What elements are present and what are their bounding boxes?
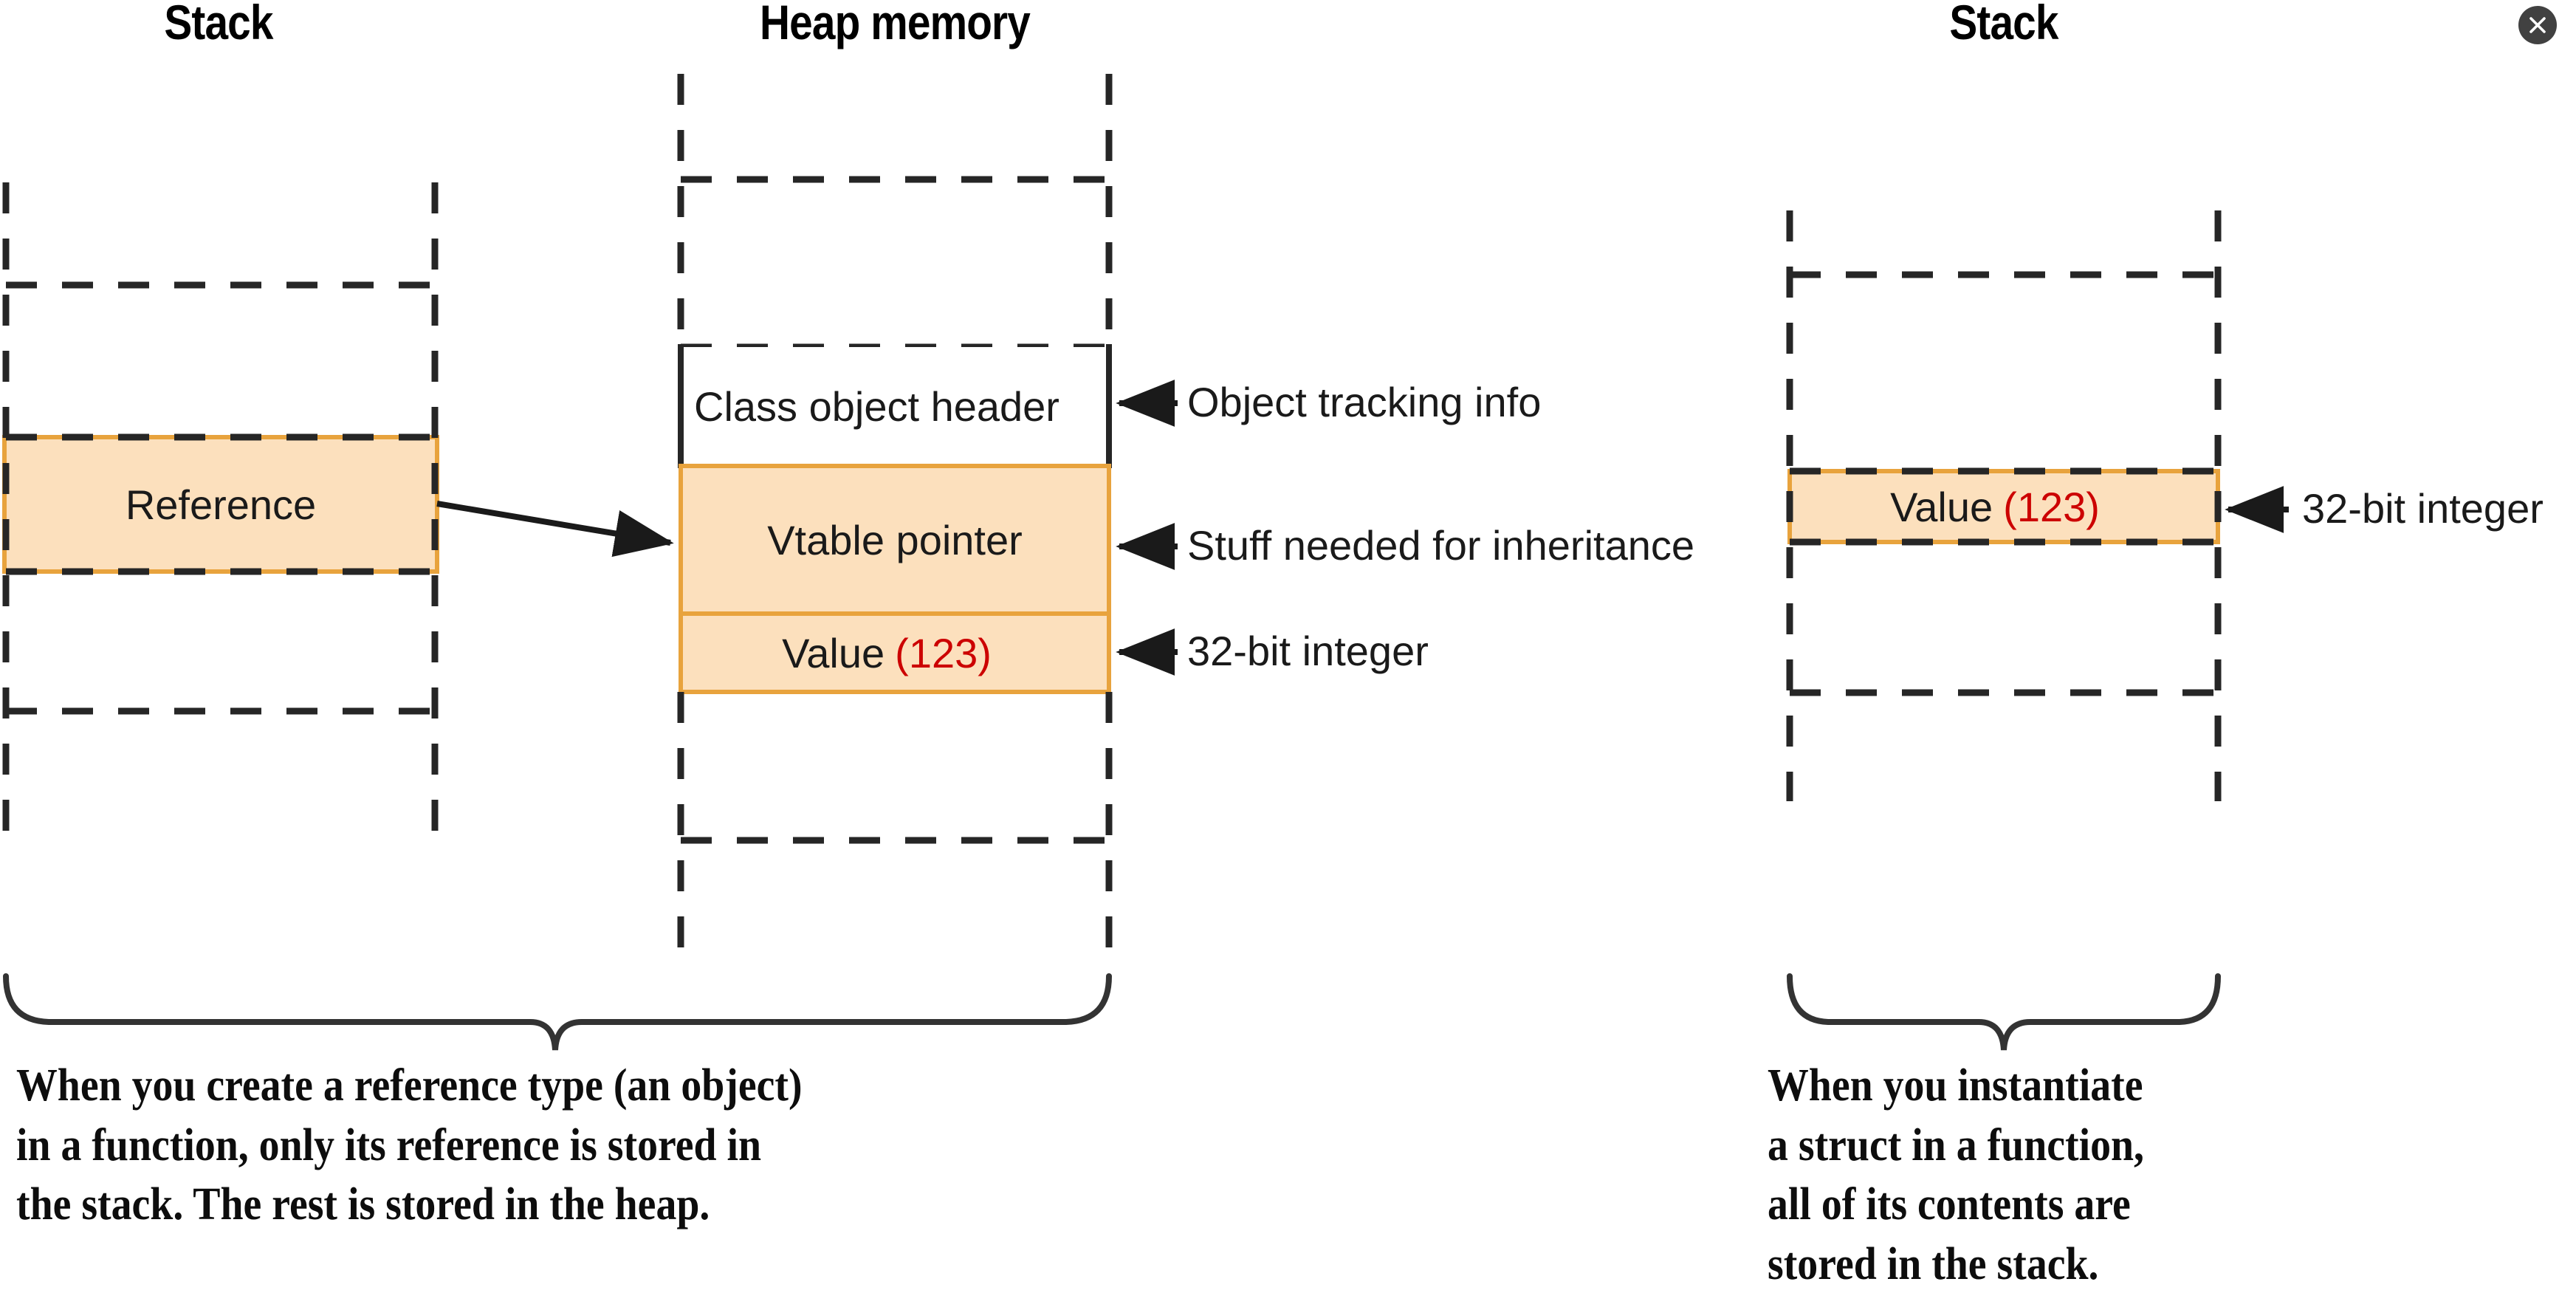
heap-value-cell[interactable] [679, 611, 1111, 694]
heap-vtable-pointer-label: Vtable pointer [767, 516, 1023, 563]
close-icon [2529, 17, 2546, 33]
right-brace [1787, 973, 2221, 1051]
callout-integer-heap: 32-bit integer [1187, 628, 1429, 674]
right-stack-title: Stack [1949, 0, 2058, 49]
right-stack-value-text: Value [1890, 483, 1993, 530]
left-caption: When you create a reference type (an obj… [16, 1060, 803, 1230]
heap-class-object-header-cell[interactable] [681, 347, 1109, 466]
left-stack-column [2, 182, 439, 833]
close-button[interactable] [2518, 6, 2557, 44]
right-stack-value-cell-label: Value (123) [1790, 471, 2200, 542]
left-stack-title: Stack [164, 0, 273, 49]
heap-value-cell-label: Value (123) [681, 614, 1093, 692]
heap-value-number: (123) [895, 629, 992, 676]
callout-inheritance: Stuff needed for inheritance [1187, 522, 1695, 569]
heap-title: Heap memory [760, 0, 1031, 49]
right-stack-value-number: (123) [2003, 483, 2100, 530]
left-stack-reference-label: Reference [125, 481, 317, 528]
heap-class-object-header-label: Class object header [694, 383, 1059, 430]
left-stack-reference-cell[interactable] [2, 435, 439, 574]
right-stack-column [1786, 210, 2222, 801]
callout-object-tracking-info: Object tracking info [1187, 379, 1542, 425]
heap-vtable-pointer-cell[interactable] [679, 464, 1111, 616]
heap-value-text: Value [782, 629, 885, 676]
reference-to-heap-arrow [436, 501, 674, 558]
callout-integer-stack: 32-bit integer [2302, 485, 2544, 532]
right-caption: When you instantiate a struct in a funct… [1768, 1060, 2144, 1289]
right-stack-value-cell[interactable] [1787, 469, 2220, 544]
left-brace [3, 973, 1112, 1051]
heap-column [677, 74, 1113, 953]
